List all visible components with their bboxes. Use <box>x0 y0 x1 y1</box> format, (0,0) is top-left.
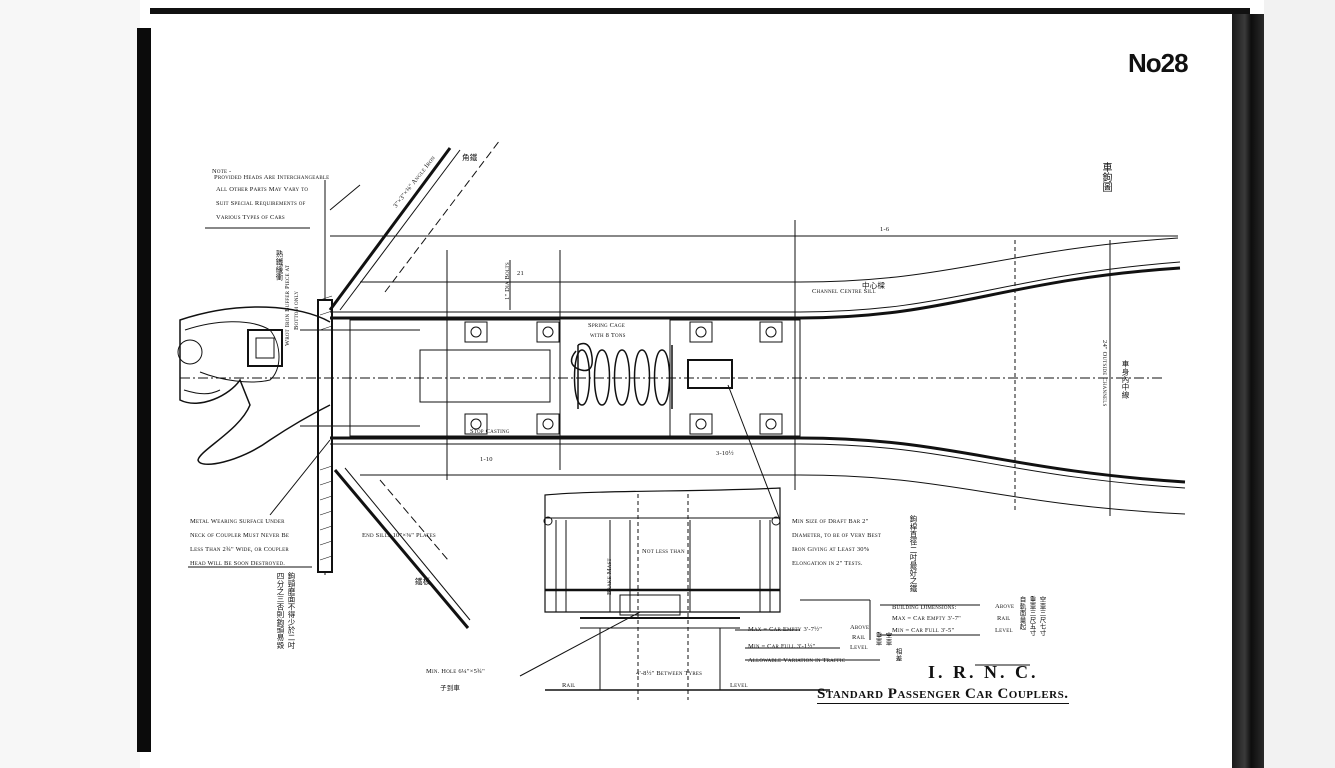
center-beam-chinese: 車身內中線 <box>1121 360 1130 399</box>
note-bottom-left-4: Head Will Be Soon Destroyed. <box>190 560 286 567</box>
draft-bar-note-2: Diameter, to be of Very Best <box>792 532 882 539</box>
bottom-left-chinese-1: 鉤頸磨面不得少於二吋 <box>287 572 296 649</box>
building-side-3: Level <box>995 627 1013 634</box>
traffic-side-2: Rail <box>852 634 866 641</box>
title-chinese: 車鉤圖 <box>1100 162 1111 192</box>
wrought-iron-label-2: Bottom only <box>293 290 300 330</box>
coupler-head <box>179 306 331 465</box>
dim-3-10: 3-10½ <box>716 450 734 457</box>
outside-channel-top <box>360 237 1179 283</box>
traffic-chinese-2: 重車 <box>874 632 881 646</box>
brake-mast-label: Brake Mast <box>606 558 613 595</box>
dim-bolts: 1" Dia Bolts <box>504 262 511 300</box>
building-side-1: Above <box>995 603 1015 610</box>
stop-casting-label: Stop Casting <box>470 428 510 435</box>
wrought-iron-chinese: 熟鐵緩衝 <box>275 250 284 281</box>
dim-1-6: 1-6 <box>880 226 890 233</box>
end-sills-label: End Sills 10"×⅜" Plates <box>362 532 436 539</box>
traffic-chinese-1: 空車 <box>884 632 891 646</box>
center-sill-chinese: 中心樑 <box>862 281 886 290</box>
building-chinese-1: 空車三尺七寸 <box>1038 596 1045 637</box>
left-binding-edge <box>137 28 151 752</box>
note-bottom-left-2: Neck of Coupler Must Never Be <box>190 532 290 539</box>
note-top-left-3: All Other Parts May Vary to <box>216 186 309 193</box>
draft-bar-note-3: Iron Giving at Least 30% <box>792 546 870 553</box>
traffic-min: Min = Car Full 3'-1½" <box>748 643 816 650</box>
sheet-number: No28 <box>1128 48 1189 78</box>
building-side-2: Rail <box>997 615 1011 622</box>
small-note-chinese: 子到車 <box>440 685 461 692</box>
note-top-left-1: Note - <box>212 168 232 175</box>
draft-bar-chinese: 鉤桿直徑二吋最好之鐵 <box>909 515 918 592</box>
right-binding-edge <box>1232 14 1264 768</box>
not-less-than-label: Not less than <box>642 548 685 555</box>
outside-channels-label: 24" Outside Channels <box>1101 340 1108 407</box>
top-channel-sill <box>330 266 1181 320</box>
right-margin-page <box>1264 0 1335 768</box>
building-dims-max: Max = Car Empty 3'-7" <box>892 615 961 622</box>
left-margin-page <box>0 0 140 768</box>
level-label: Level <box>730 682 748 689</box>
building-dims-min: Min = Car Full 3'-5" <box>892 627 955 634</box>
min-hole-label: Min. Hole 6¼"×5¾" <box>426 668 485 675</box>
note-top-left-2: Provided Heads Are Interchangeable <box>214 174 330 181</box>
bottom-channel-sill <box>330 436 1186 484</box>
spring-tons-label: with 8 Tons <box>590 332 626 339</box>
angle-chinese: 角鐵 <box>462 153 478 162</box>
bottom-left-chinese-2: 四分之三否則鉤頭易毀 <box>276 572 285 649</box>
building-chinese-3: 自軌面量起 <box>1018 596 1025 630</box>
outside-channel-bottom <box>360 474 1186 515</box>
dim-21: 21 <box>517 270 524 277</box>
traffic-side-3: Level <box>850 644 868 651</box>
traffic-chinese-3: 相差 <box>894 648 901 662</box>
building-dims-heading: Building Dimensions: <box>892 604 957 611</box>
note-bottom-left-1: Metal Wearing Surface Under <box>190 518 285 525</box>
top-binding-edge <box>150 8 1250 14</box>
car-end-elevation <box>543 487 830 700</box>
note-top-left-4: Suit Special Requirements of <box>216 200 306 207</box>
title-line-2: Standard Passenger Car Couplers. <box>817 686 1069 704</box>
draft-bar-note-1: Min Size of Draft Bar 2" <box>792 518 869 525</box>
note-top-left-5: Various Types of Cars <box>216 214 285 221</box>
note-bottom-left-3: Less Than 2¾" Wide, or Coupler <box>190 546 289 553</box>
dim-1-10: 1-10 <box>480 456 493 463</box>
draft-spring <box>570 342 673 409</box>
draft-bar-note-4: Elongation in 2" Tests. <box>792 560 863 567</box>
traffic-max: Max = Car Empty 3'-7½" <box>748 626 823 633</box>
traffic-variation: Allowable Variation in Traffic <box>748 657 846 664</box>
traffic-side-1: Above <box>850 624 870 631</box>
title-line-1: I. R. N. C. <box>928 662 1039 682</box>
bolt-group <box>464 321 783 435</box>
plate-chinese: 鐵板 <box>415 577 431 586</box>
channel-sill-label: Channel Centre Sill <box>812 288 876 295</box>
rail-label: Rail <box>562 682 576 689</box>
spring-cage-label: Spring Cage <box>588 322 626 329</box>
building-chinese-2: 重車三尺五寸 <box>1028 596 1035 637</box>
between-tyres-label: 4'-8½" Between Tyres <box>636 670 703 677</box>
wrought-iron-label-1: Wrot Iron Buffer Piece at <box>284 264 291 346</box>
